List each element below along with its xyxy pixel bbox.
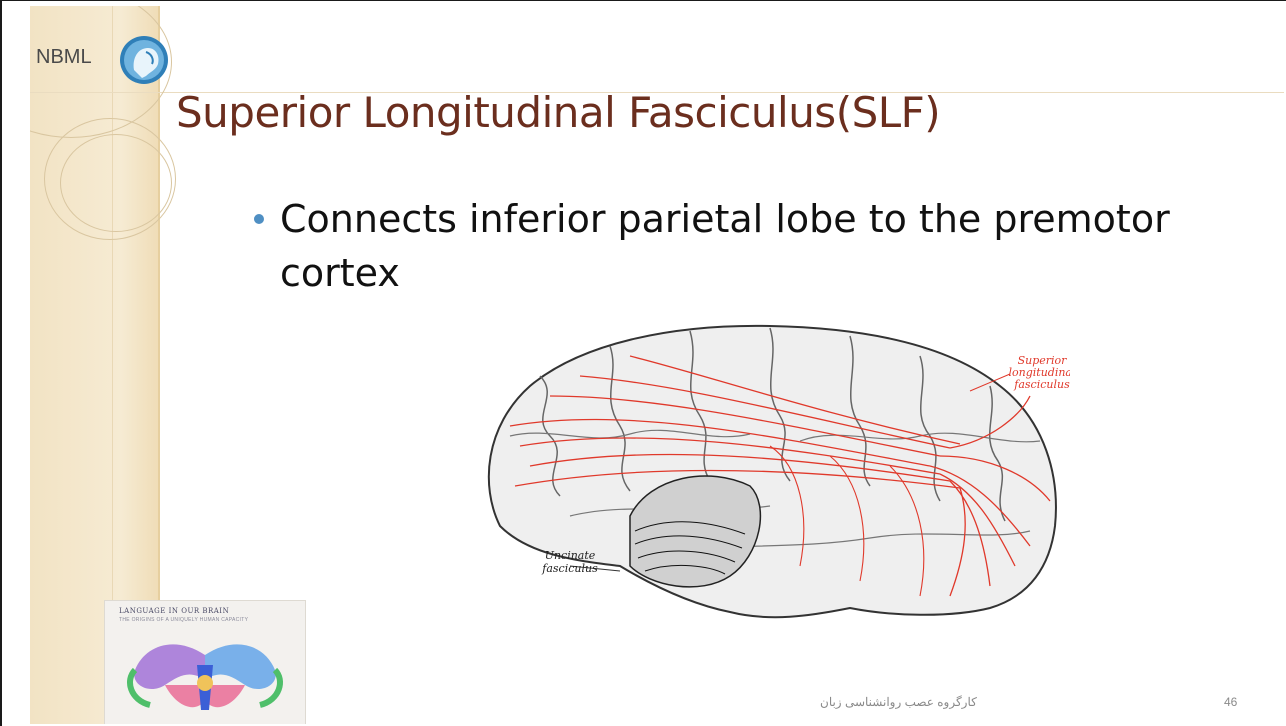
uncinate-label: Uncinate	[545, 549, 596, 562]
decorative-circle	[60, 134, 172, 232]
page-number: 46	[1224, 695, 1237, 709]
book-title: LANGUAGE IN OUR BRAIN	[119, 607, 229, 615]
slf-label: fasciculus	[1013, 378, 1070, 391]
nbml-head-icon	[118, 34, 170, 86]
dti-tractography-image	[105, 625, 305, 724]
book-cover: LANGUAGE IN OUR BRAIN THE ORIGINS OF A U…	[104, 600, 306, 724]
bullet-text: Connects inferior parietal lobe to the p…	[280, 192, 1180, 300]
slide-title: Superior Longitudinal Fasciculus(SLF)	[176, 88, 940, 137]
book-subtitle: THE ORIGINS OF A UNIQUELY HUMAN CAPACITY	[119, 617, 248, 623]
slide: NBML Superior Longitudinal Fasciculus(SL…	[30, 6, 1284, 724]
brain-illustration: Superior longitudinal fasciculus Uncinat…	[470, 316, 1070, 626]
uncinate-label: fasciculus	[541, 562, 598, 575]
footer-text: کارگروه عصب روانشناسی زبان	[820, 695, 977, 709]
logo-text: NBML	[36, 46, 92, 69]
bullet-icon	[254, 214, 264, 224]
